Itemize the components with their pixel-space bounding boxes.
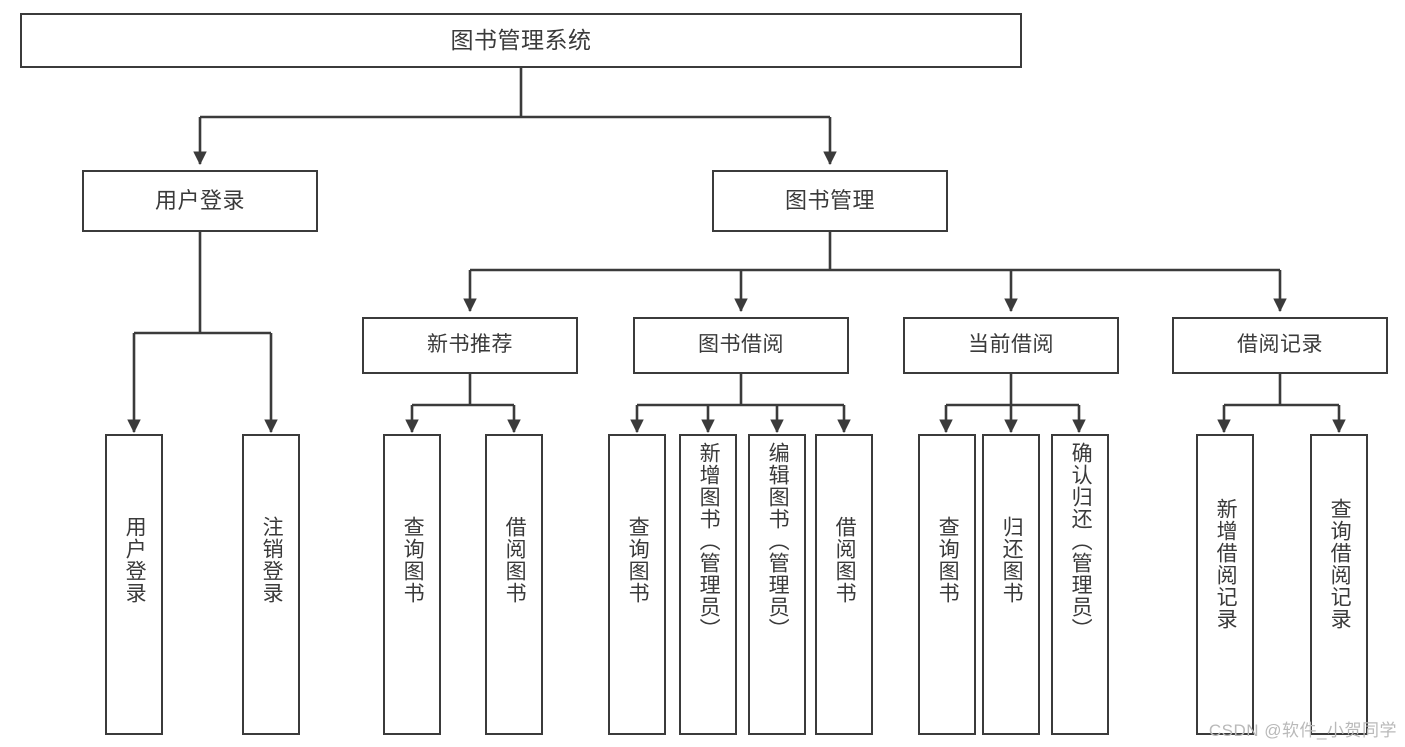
node-book-management[interactable]: 图书管理 [712,170,948,232]
leaf-user-login-logout[interactable]: 注销登录 [242,434,300,735]
node-label: 查询图书 [626,516,650,604]
node-label: 新增图书（管理员） [697,442,721,640]
node-label: 查询图书 [936,516,960,604]
node-label: 新书推荐 [427,333,513,357]
leaf-book-borrow-add-book-admin[interactable]: 新增图书（管理员） [679,434,737,735]
node-label: 归还图书 [1000,516,1024,604]
node-label: 注销登录 [260,516,284,604]
leaf-book-borrow-borrow-book[interactable]: 借阅图书 [815,434,873,735]
node-label: 查询借阅记录 [1328,498,1352,630]
node-label: 当前借阅 [968,333,1054,357]
node-label: 编辑图书（管理员） [766,442,790,640]
leaf-borrow-record-query-record[interactable]: 查询借阅记录 [1310,434,1368,735]
leaf-book-borrow-query-book[interactable]: 查询图书 [608,434,666,735]
leaf-borrow-record-add-record[interactable]: 新增借阅记录 [1196,434,1254,735]
leaf-current-borrow-query-book[interactable]: 查询图书 [918,434,976,735]
leaf-book-borrow-edit-book-admin[interactable]: 编辑图书（管理员） [748,434,806,735]
node-label: 图书管理 [784,188,875,214]
node-label: 新增借阅记录 [1214,498,1238,630]
node-label: 用户登录 [123,516,147,604]
node-label: 图书借阅 [698,333,784,357]
watermark-text: CSDN @软件_小贺同学 [1208,721,1397,740]
node-book-borrow[interactable]: 图书借阅 [633,317,849,374]
node-label: 用户登录 [154,188,245,214]
leaf-new-book-query-book[interactable]: 查询图书 [383,434,441,735]
leaf-current-borrow-return-book[interactable]: 归还图书 [982,434,1040,735]
node-new-book-recommend[interactable]: 新书推荐 [362,317,578,374]
leaf-new-book-borrow-book[interactable]: 借阅图书 [485,434,543,735]
node-label: 借阅记录 [1237,333,1323,357]
node-label: 借阅图书 [833,516,857,604]
node-label: 图书管理系统 [450,26,592,53]
node-label: 确认归还（管理员） [1069,442,1093,640]
node-user-login[interactable]: 用户登录 [82,170,318,232]
node-label: 借阅图书 [503,516,527,604]
node-current-borrow[interactable]: 当前借阅 [903,317,1119,374]
node-borrow-record[interactable]: 借阅记录 [1172,317,1388,374]
leaf-user-login-login[interactable]: 用户登录 [105,434,163,735]
node-root-book-management-system[interactable]: 图书管理系统 [20,13,1022,68]
node-label: 查询图书 [401,516,425,604]
leaf-current-borrow-confirm-return-admin[interactable]: 确认归还（管理员） [1051,434,1109,735]
